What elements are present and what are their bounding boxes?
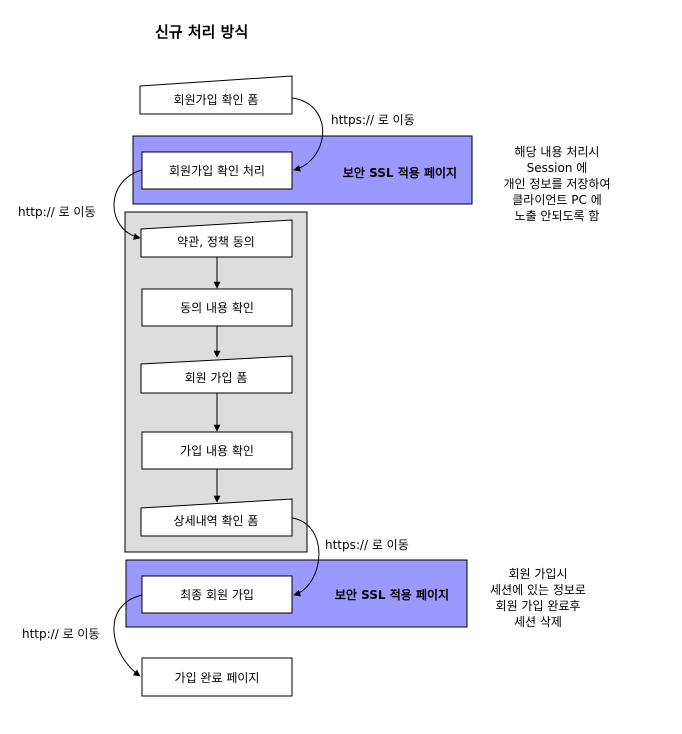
node-final-signup bbox=[141, 575, 293, 614]
arrow-http-1 bbox=[113, 169, 143, 240]
node-signup-confirm-form bbox=[139, 75, 293, 115]
note-1-line: 개인 정보를 저장하여 bbox=[504, 177, 611, 191]
node-signup-confirm-form-label: 회원가입 확인 폼 bbox=[174, 93, 259, 107]
node-signup-complete-page-label: 가입 완료 페이지 bbox=[175, 671, 260, 685]
node-final-signup-label: 최종 회원 가입 bbox=[180, 588, 254, 602]
node-detail-confirm-form bbox=[140, 498, 293, 537]
node-detail-confirm-form-label: 상세내역 확인 폼 bbox=[174, 514, 259, 528]
node-signup-content-confirm-label: 가입 내용 확인 bbox=[180, 444, 254, 458]
node-agree-confirm-label: 동의 내용 확인 bbox=[180, 301, 254, 315]
note-1-line: 클라이언트 PC 에 bbox=[512, 193, 602, 207]
diagram-title: 신규 처리 방식 bbox=[155, 23, 248, 41]
note-2-line: 회원 가입시 bbox=[508, 567, 567, 581]
note-2-line: 세션에 있는 정보로 bbox=[490, 583, 586, 597]
arrow-https-1 bbox=[291, 97, 324, 172]
node-member-signup-form bbox=[140, 355, 293, 394]
note-2-line: 세션 삭제 bbox=[514, 615, 562, 629]
node-terms-agree-label: 약관, 정책 동의 bbox=[177, 234, 255, 249]
note-1-line: 노출 안되도록 함 bbox=[515, 209, 600, 223]
note-1-line: Session 에 bbox=[527, 161, 588, 175]
node-terms-agree bbox=[140, 219, 293, 258]
edge-label-https-1: https:// 로 이동 bbox=[331, 113, 415, 127]
note-2-line: 회원 가입 완료후 bbox=[496, 599, 581, 613]
node-signup-content-confirm bbox=[141, 431, 293, 470]
note-2: 회원 가입시 세션에 있는 정보로 회원 가입 완료후 세션 삭제 bbox=[490, 567, 586, 629]
ssl-label-2: 보안 SSL 적용 페이지 bbox=[335, 587, 449, 602]
node-signup-complete-page bbox=[141, 657, 293, 697]
edge-label-http-2: http:// 로 이동 bbox=[22, 627, 100, 641]
node-agree-confirm bbox=[141, 288, 293, 327]
node-signup-confirm-process-label: 회원가입 확인 처리 bbox=[169, 164, 265, 178]
ssl-label-1: 보안 SSL 적용 페이지 bbox=[343, 165, 457, 180]
edge-label-https-2: https:// 로 이동 bbox=[325, 538, 409, 552]
edge-label-http-1: http:// 로 이동 bbox=[18, 205, 96, 219]
note-1-line: 해당 내용 처리시 bbox=[515, 145, 600, 159]
arrow-http-2 bbox=[113, 594, 143, 677]
arrow-https-2 bbox=[291, 517, 320, 597]
node-signup-confirm-process bbox=[141, 151, 293, 190]
note-1: 해당 내용 처리시 Session 에 개인 정보를 저장하여 클라이언트 PC… bbox=[504, 145, 611, 223]
node-member-signup-form-label: 회원 가입 폼 bbox=[185, 371, 248, 385]
